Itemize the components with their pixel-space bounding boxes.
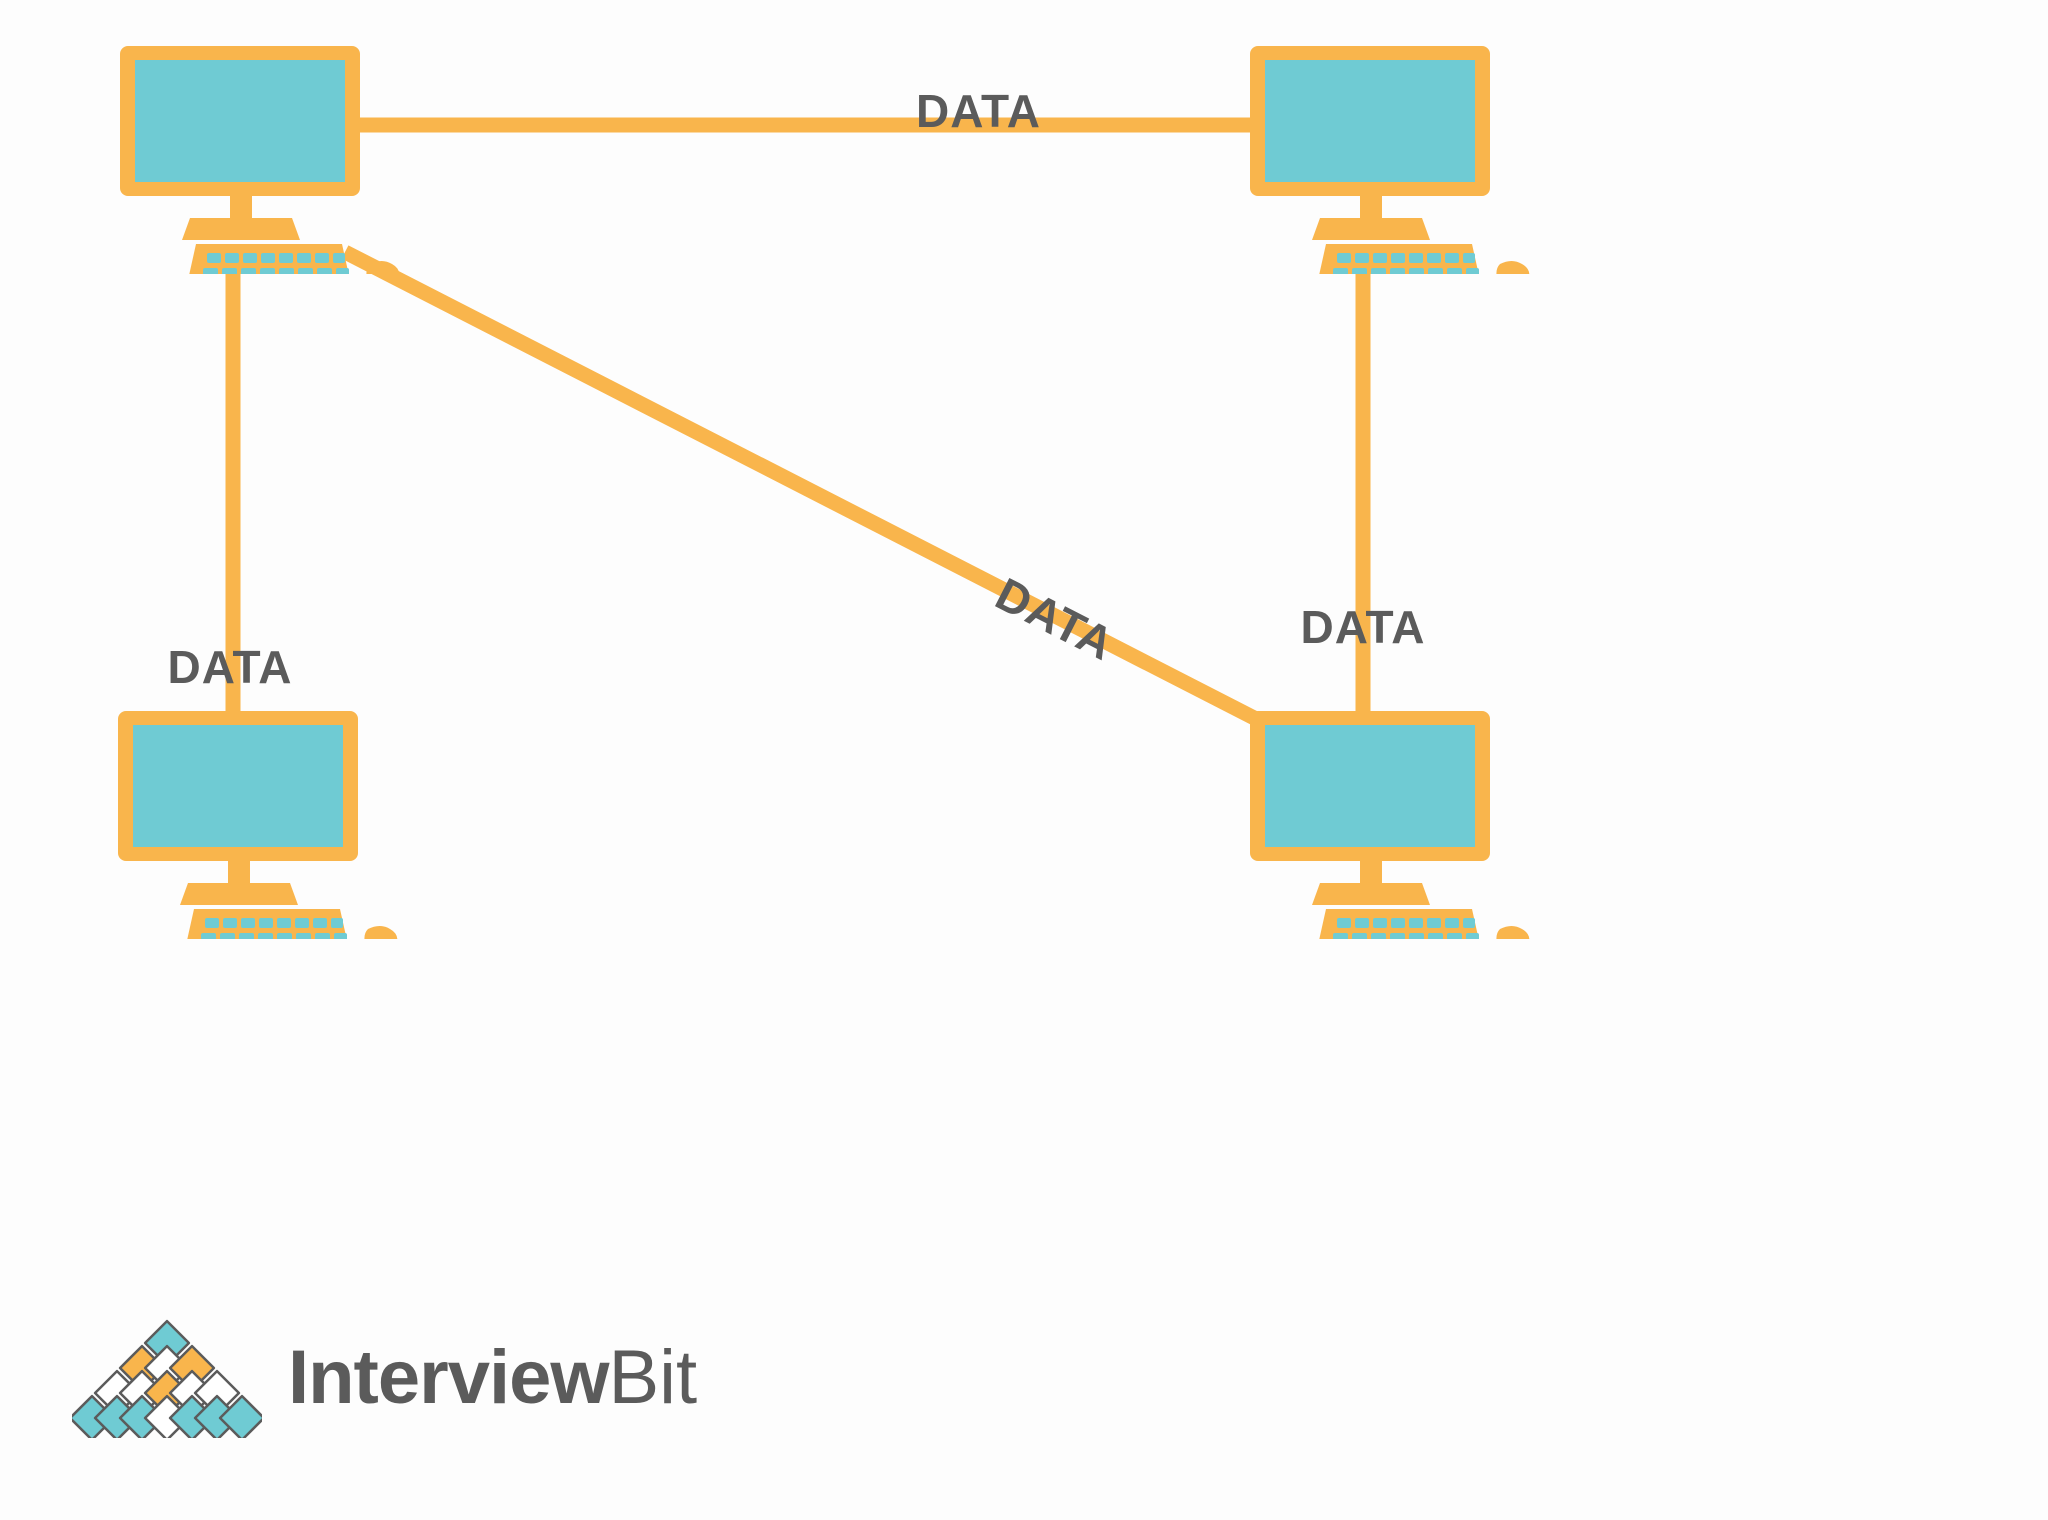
- logo-wordmark: InterviewBit: [288, 1340, 697, 1416]
- mouse-bottom-left[interactable]: [364, 926, 398, 939]
- interviewbit-logo[interactable]: InterviewBit: [72, 1318, 697, 1438]
- keyboard-bottom-right[interactable]: [1314, 909, 1484, 939]
- edge-diagonal: [341, 245, 1266, 729]
- edge-label-right: DATA: [1300, 601, 1426, 653]
- monitor-bottom-left: [118, 711, 358, 905]
- keyboard-bottom-left[interactable]: [182, 909, 352, 939]
- computer-top-left[interactable]: [108, 42, 408, 274]
- keyboard-top-right[interactable]: [1314, 244, 1484, 274]
- logo-text-primary: Interview: [288, 1335, 609, 1420]
- monitor-bottom-right: [1250, 711, 1490, 905]
- mouse-top-left[interactable]: [366, 261, 400, 274]
- keyboard-top-left[interactable]: [184, 244, 354, 274]
- edge-label-top: DATA: [916, 85, 1041, 137]
- interviewbit-pyramid-icon: [72, 1319, 262, 1438]
- edge-label-left: DATA: [167, 641, 293, 693]
- monitor-top-left: [120, 46, 360, 240]
- logo-text-secondary: Bit: [608, 1335, 698, 1420]
- computer-top-right[interactable]: [1238, 42, 1538, 274]
- monitor-top-right: [1250, 46, 1490, 240]
- mouse-bottom-right[interactable]: [1496, 926, 1530, 939]
- computer-bottom-right[interactable]: [1238, 707, 1538, 939]
- mouse-top-right[interactable]: [1496, 261, 1530, 274]
- computer-bottom-left[interactable]: [106, 707, 406, 939]
